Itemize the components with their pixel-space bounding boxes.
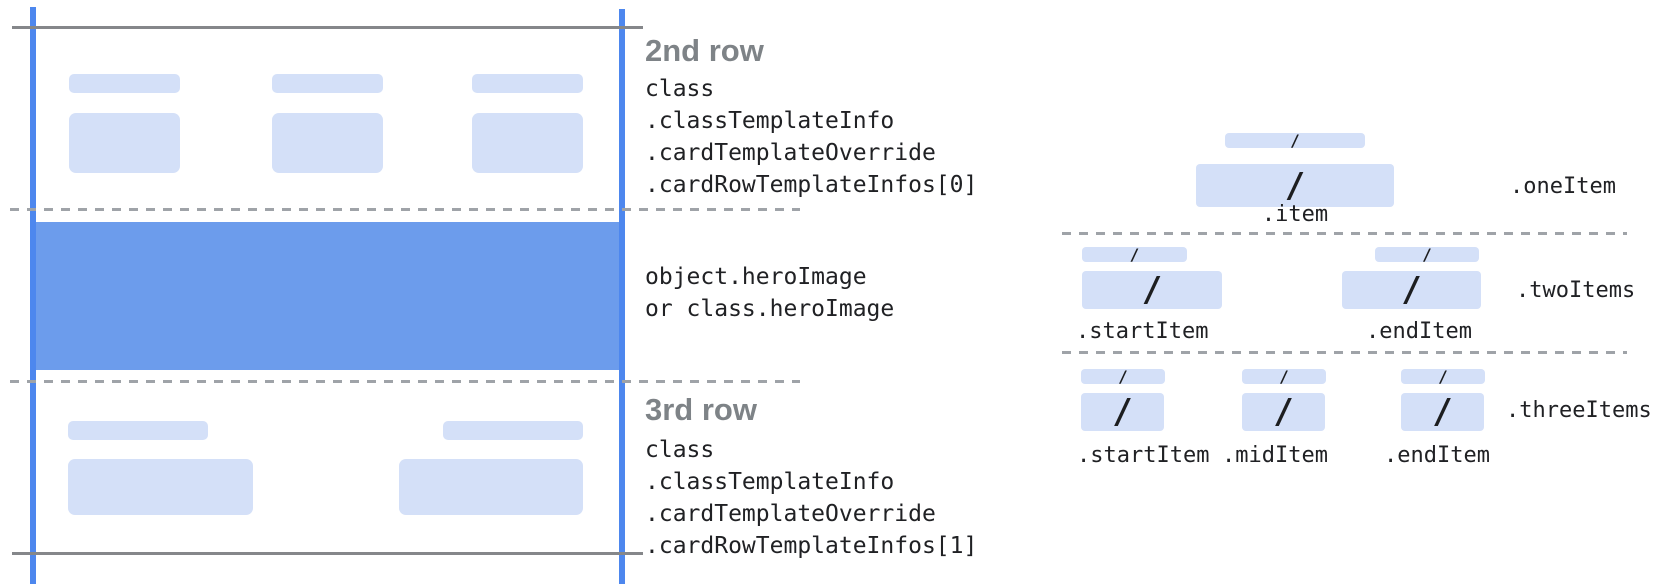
field-label-placeholder [472,74,583,93]
code-line: .cardTemplateOverride [645,501,936,527]
hero-image-band [33,222,622,370]
row-name-label: .threeItems [1506,398,1652,423]
item-label-bar: / [1242,366,1326,386]
field-value-placeholder [272,113,383,173]
field-value-placeholder [472,113,583,173]
item-label-bar: / [1375,244,1479,264]
item-value-bar: / [1401,393,1484,431]
row-name-label: .twoItems [1516,278,1636,303]
item-label-bar: / [1082,244,1187,264]
row-name-label: .oneItem [1510,174,1616,199]
field-label-placeholder [69,74,180,93]
third-row-code: class .classTemplateInfo .cardTemplateOv… [645,434,977,562]
code-line: .cardTemplateOverride [645,140,936,166]
code-line: .classTemplateInfo [645,108,895,134]
code-line: class [645,437,715,463]
field-value-placeholder [68,459,253,515]
slash-glyph: / [1438,366,1448,386]
card-left-guide-line [30,7,36,584]
slash-glyph: / [1273,392,1294,432]
field-value-placeholder [399,459,583,515]
code-line: object.heroImage [645,264,867,290]
code-line: .cardRowTemplateInfos[0] [645,172,978,198]
item-name-label: .startItem [1077,443,1210,468]
slash-glyph: / [1112,392,1133,432]
item-value-bar: / [1196,164,1394,207]
second-row-heading: 2nd row [645,33,764,68]
code-line: class [645,76,715,102]
item-value-bar: / [1342,271,1481,309]
item-label-bar: / [1081,366,1165,386]
slash-glyph: / [1422,244,1432,264]
third-row-heading: 3rd row [645,392,757,427]
item-label-bar: / [1225,130,1365,150]
slash-glyph: / [1129,244,1140,264]
item-name-label: .startItem [1076,319,1209,344]
slash-glyph: / [1279,366,1289,386]
slash-glyph: / [1290,130,1300,150]
code-line: or class.heroImage [645,296,895,322]
item-value-bar: / [1242,393,1325,431]
items-separator-dashed-line [1062,232,1627,235]
slash-glyph: / [1401,270,1422,310]
item-name-label: .item [1261,202,1329,227]
field-label-placeholder [68,421,208,440]
field-label-placeholder [272,74,383,93]
item-label-bar: / [1401,366,1485,386]
item-name-label: .endItem [1366,319,1472,344]
row-separator-dashed-line [10,208,800,211]
item-name-label: .endItem [1384,443,1490,468]
card-top-guide-line [12,26,643,29]
code-line: .classTemplateInfo [645,469,895,495]
slash-glyph: / [1118,366,1128,386]
field-label-placeholder [443,421,583,440]
card-right-guide-line [619,9,625,584]
slash-glyph: / [1141,270,1163,310]
slash-glyph: / [1432,392,1453,432]
card-bottom-guide-line [12,552,643,555]
hero-image-code: object.heroImage or class.heroImage [645,261,894,325]
item-name-label: .midItem [1222,443,1328,468]
field-value-placeholder [69,113,180,173]
item-value-bar: / [1081,393,1164,431]
row-separator-dashed-line [10,380,800,383]
code-line: .cardRowTemplateInfos[1] [645,533,978,559]
second-row-code: class .classTemplateInfo .cardTemplateOv… [645,73,977,201]
items-separator-dashed-line [1062,351,1627,354]
slash-glyph: / [1284,165,1306,206]
item-value-bar: / [1082,271,1222,309]
